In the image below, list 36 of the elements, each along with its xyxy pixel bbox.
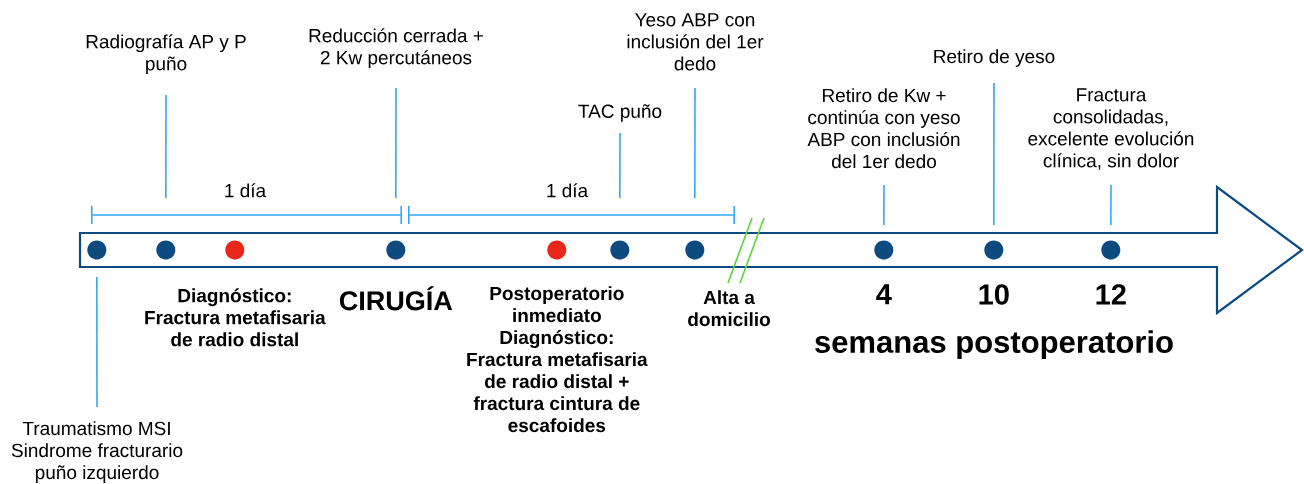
duration-label: 1 día [547,183,589,198]
leader-line [1110,184,1112,226]
phase-label: CIRUGÍA [339,286,453,311]
axis-title: semanas postoperatorio [815,330,1173,360]
timeline-dot [874,240,894,260]
week-number: 12 [1096,284,1126,305]
event-label: Fractura consolidadas, excelente evolución clínica, sin dolor [1028,88,1194,170]
week-number: 4 [876,284,892,305]
timeline-dot [225,240,245,260]
event-label: Reducción cerrada + 2 Kw percutáneos [309,28,483,69]
event-label: Radiografía AP y P puño [86,34,246,75]
duration-label: 1 día [225,183,267,198]
event-label: Traumatismo MSI Sindrome fracturario puño izquierdo [11,421,183,483]
timeline-dot [1101,240,1121,260]
leader-line [694,87,696,199]
leader-line [883,184,885,226]
leader-line [619,132,621,199]
leader-line [993,82,995,226]
event-label: Retiro de Kw + continúa con yeso ABP con inclusión del 1er dedo [807,88,960,169]
phase-label: Diagnóstico: Fractura metafisaria de radio distal [145,288,326,347]
phase-label: Alta a domicilio [688,290,770,327]
leader-line [96,276,98,408]
event-label: TAC puño [578,104,662,122]
timeline-dot [685,240,705,260]
leader-line [395,87,397,199]
timeline-dot [87,240,107,260]
phase-label: Postoperatorio inmediato Diagnóstico: Fractura metafisaria de radio distal + fractura cintura de escafoides [467,286,648,433]
event-label: Retiro de yeso [934,49,1055,67]
timeline-dot [610,240,630,260]
event-label: Yeso ABP con inclusión del 1er dedo [627,13,764,71]
timeline-dot [386,240,406,260]
timeline-dot [156,240,176,260]
leader-line [165,94,167,199]
timeline-dot [547,240,567,260]
timeline-dot [984,240,1004,260]
week-number: 10 [979,284,1009,305]
